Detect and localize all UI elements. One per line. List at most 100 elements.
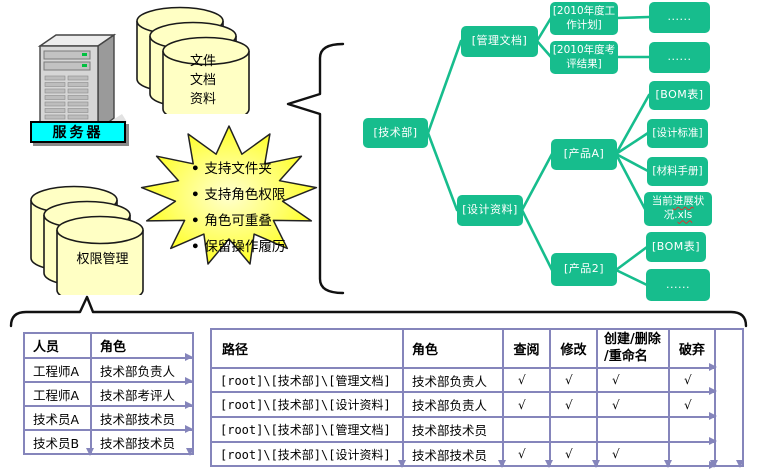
tree-node-mgmt-docs: [管理文档]	[461, 26, 538, 57]
column-header-role: 角色	[90, 332, 194, 359]
tree-node-dots-1: ......	[649, 2, 710, 33]
role-cell: 技术部考评人	[90, 381, 194, 407]
person-cell: 技术员A	[23, 405, 92, 431]
tree-node-bom-table-a: [BOM表]	[649, 81, 710, 110]
column-header-modify: 修改	[549, 328, 598, 369]
tree-node-product-a: [产品A]	[551, 139, 617, 170]
tree-node-2010-eval-results: [2010年度考评结果]	[550, 41, 618, 74]
brace-left-icon	[286, 42, 345, 295]
check-cell: √	[596, 367, 670, 393]
ghost-column	[714, 368, 744, 392]
table-arrow-icon	[664, 460, 672, 468]
table-row: [root]\[技术部]\[管理文档] 技术部负责人 √ √ √ √	[210, 367, 744, 393]
ghost-column	[714, 392, 744, 417]
check-cell	[668, 441, 716, 467]
role-cell: 技术部负责人	[90, 357, 194, 383]
table-arrow-icon	[186, 448, 194, 456]
check-cell	[668, 416, 716, 443]
check-cell: √	[668, 391, 716, 418]
table-arrow-icon	[545, 460, 553, 468]
table-arrow-icon	[498, 460, 506, 468]
column-header-discard: 破弃	[668, 328, 716, 369]
table-row: [root]\[技术部]\[设计资料] 技术部负责人 √ √ √ √	[210, 391, 744, 418]
tree-node-design-standard: [设计标准]	[647, 119, 708, 148]
tree-node-material-manual: [材料手册]	[647, 157, 708, 186]
starburst-feature-item: 支持角色权限	[191, 182, 316, 208]
column-header-role: 角色	[402, 328, 504, 369]
server-icon	[37, 33, 127, 140]
starburst-feature-item: 支持文件夹	[191, 156, 316, 182]
table-arrow-icon	[185, 401, 193, 409]
people-table: 人员 角色 工程师A 技术部负责人 工程师A 技术部考评人 技术员A 技术部技术…	[23, 332, 194, 456]
check-cell: √	[549, 391, 598, 418]
path-cell: [root]\[技术部]\[设计资料]	[210, 391, 404, 418]
role-cell: 技术部技术员	[402, 416, 504, 443]
check-cell: √	[549, 441, 598, 467]
ghost-column	[714, 329, 744, 368]
starburst-feature-list: 支持文件夹 支持角色权限 角色可重叠 保留操作履历	[191, 156, 316, 260]
tree-node-bom-table-2: [BOM表]	[646, 232, 706, 262]
table-row: [root]\[技术部]\[管理文档] 技术部技术员	[210, 416, 744, 443]
table-arrow-icon	[86, 448, 94, 456]
table-arrow-icon	[398, 460, 406, 468]
tree-connectors	[426, 15, 651, 287]
check-cell: √	[549, 367, 598, 393]
files-db-icon	[136, 6, 250, 114]
starburst-feature-item: 角色可重叠	[191, 208, 316, 234]
role-cell: 技术部技术员	[90, 429, 194, 455]
person-cell: 工程师A	[23, 357, 92, 383]
permissions-db-label: 权限管理	[76, 252, 129, 267]
permissions-db-icon	[30, 185, 144, 295]
tree-node-2010-work-plan: [2010年度工作计划]	[550, 2, 618, 35]
column-header-path: 路径	[210, 328, 404, 369]
files-db-label: 文件 文档 资料	[190, 54, 217, 107]
table-row: [root]\[技术部]\[设计资料] 技术部技术员 √ √ √	[210, 441, 744, 467]
table-arrow-icon	[709, 387, 717, 395]
tree-node-progress-xls: 当前进展状况.xls	[644, 192, 712, 226]
check-cell: √	[596, 441, 670, 467]
check-cell: √	[502, 441, 551, 467]
table-arrow-icon	[710, 460, 718, 468]
table-row: 工程师A 技术部考评人	[23, 381, 194, 407]
progress-ext-misspelled: xls	[677, 208, 693, 221]
role-cell: 技术部负责人	[402, 367, 504, 393]
progress-text-misspelled: 进展	[672, 195, 694, 207]
table-arrow-icon	[185, 377, 193, 385]
progress-text: 当前	[651, 195, 673, 207]
role-cell: 技术部技术员	[90, 405, 194, 431]
acl-table: 路径 角色 查阅 修改 创建/删除 /重命名 破弃 [root]\[技术部]\[…	[210, 328, 744, 469]
check-cell	[549, 416, 598, 443]
role-cell: 技术部负责人	[402, 391, 504, 418]
table-arrow-icon	[185, 425, 193, 433]
path-cell: [root]\[技术部]\[管理文档]	[210, 416, 404, 443]
table-arrow-icon	[736, 460, 744, 468]
check-cell	[596, 416, 670, 443]
tree-node-design-materials: [设计资料]	[457, 195, 523, 226]
table-row: 技术员A 技术部技术员	[23, 405, 194, 431]
path-cell: [root]\[技术部]\[设计资料]	[210, 441, 404, 467]
starburst-feature-item: 保留操作履历	[191, 234, 316, 260]
path-cell: [root]\[技术部]\[管理文档]	[210, 367, 404, 393]
check-cell: √	[668, 367, 716, 393]
tree-node-dots-3: ......	[646, 269, 710, 301]
role-cell: 技术部技术员	[402, 441, 504, 467]
check-cell: √	[502, 367, 551, 393]
check-cell	[502, 416, 551, 443]
tree-node-tech-dept: [技术部]	[363, 118, 428, 148]
tree-node-product-2: [产品2]	[551, 253, 617, 286]
table-row: 技术员B 技术部技术员	[23, 429, 194, 455]
column-header-person: 人员	[23, 332, 92, 359]
tree-node-dots-2: ......	[649, 42, 710, 73]
table-arrow-icon	[709, 437, 717, 445]
table-row: 工程师A 技术部负责人	[23, 357, 194, 383]
check-cell: √	[502, 391, 551, 418]
column-header-create-delete-rename: 创建/删除 /重命名	[596, 328, 670, 369]
table-arrow-icon	[185, 353, 193, 361]
progress-text: 状况.	[663, 195, 705, 221]
server-label: 服务器	[30, 121, 126, 143]
person-cell: 技术员B	[23, 429, 92, 455]
table-arrow-icon	[709, 412, 717, 420]
brace-bottom-icon	[9, 295, 748, 328]
